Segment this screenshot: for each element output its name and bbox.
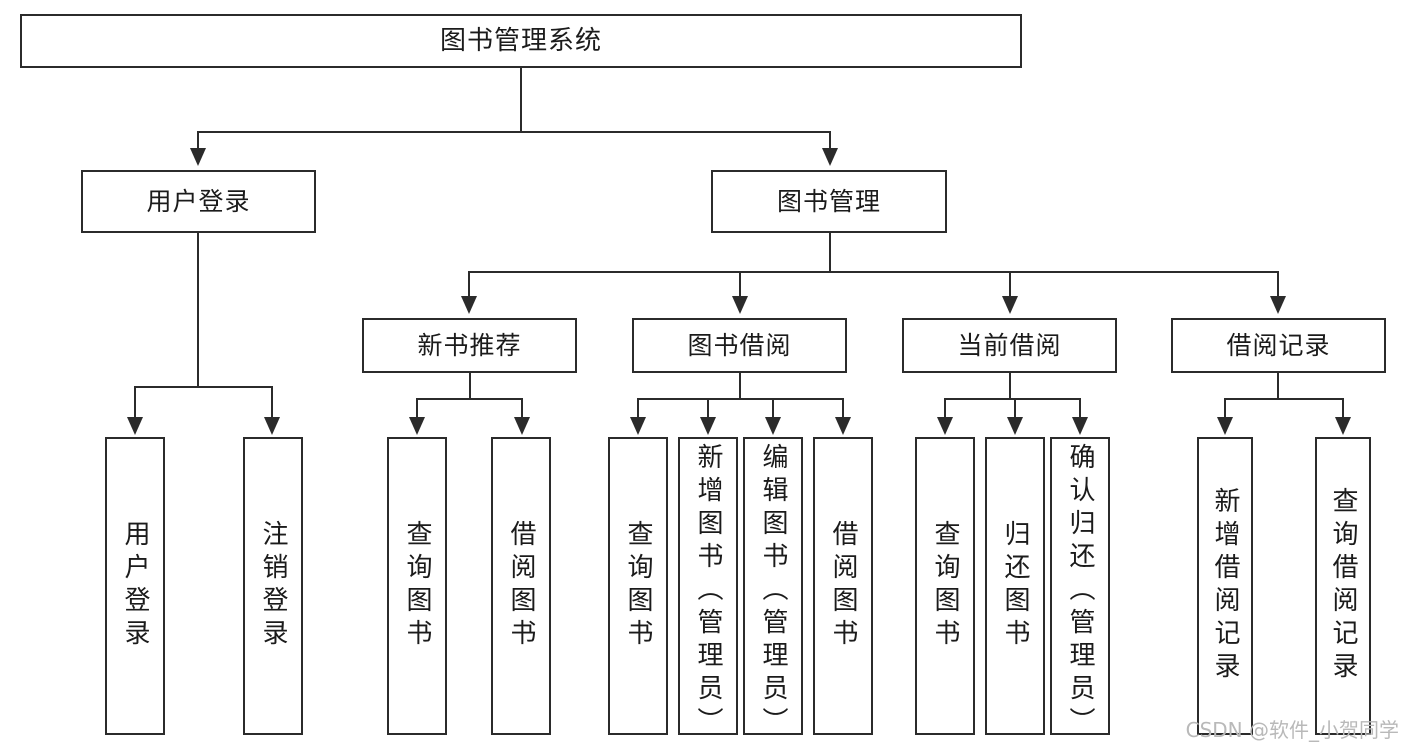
connector-current-borrow-drop-3 <box>1079 398 1081 418</box>
arrowhead-leaf-cur-2 <box>1007 417 1023 435</box>
leaf-current-return-book-label: 归还图书 <box>1000 520 1030 652</box>
connector-book-borrow-stem <box>739 373 741 399</box>
node-current-borrow-label: 当前借阅 <box>957 331 1062 360</box>
leaf-user-login-label: 用户登录 <box>120 520 150 652</box>
connector-book-borrow-bus <box>637 398 843 400</box>
leaf-logout-login-label: 注销登录 <box>258 520 288 652</box>
arrowhead-leaf-rec-2 <box>514 417 530 435</box>
connector-book-borrow-drop-2 <box>707 398 709 418</box>
arrowhead-book-borrow <box>732 296 748 314</box>
arrowhead-leaf-cur-3 <box>1072 417 1088 435</box>
arrowhead-leaf-borrow-1 <box>630 417 646 435</box>
connector-current-borrow-stem <box>1009 373 1011 399</box>
connector-book-manage-drop-4 <box>1277 271 1279 297</box>
leaf-current-return-book[interactable]: 归还图书 <box>985 437 1045 735</box>
connector-book-borrow-drop-3 <box>772 398 774 418</box>
connector-borrow-record-drop-2 <box>1342 398 1344 418</box>
arrowhead-leaf-rec2-2 <box>1335 417 1351 435</box>
connector-user-login-drop-1 <box>134 386 136 418</box>
connector-user-login-drop-2 <box>271 386 273 418</box>
leaf-record-add-borrow-record-label: 新增借阅记录 <box>1210 487 1240 685</box>
arrowhead-leaf-login-2 <box>264 417 280 435</box>
leaf-borrow-add-book-admin-label: 新增图书（管理员） <box>693 443 723 740</box>
connector-current-borrow-drop-1 <box>944 398 946 418</box>
connector-user-login-stem <box>197 233 199 387</box>
connector-new-book-rec-drop-1 <box>416 398 418 418</box>
node-book-management[interactable]: 图书管理 <box>711 170 947 233</box>
connector-book-borrow-drop-1 <box>637 398 639 418</box>
leaf-borrow-edit-book-admin[interactable]: 编辑图书（管理员） <box>743 437 803 740</box>
node-root-label: 图书管理系统 <box>439 26 602 56</box>
leaf-borrow-query-book[interactable]: 查询图书 <box>608 437 668 735</box>
arrowhead-borrow-record <box>1270 296 1286 314</box>
arrowhead-current-borrow <box>1002 296 1018 314</box>
leaf-logout-login[interactable]: 注销登录 <box>243 437 303 735</box>
leaf-rec-query-book-label: 查询图书 <box>402 520 432 652</box>
leaf-rec-query-book[interactable]: 查询图书 <box>387 437 447 735</box>
connector-book-manage-bus <box>468 271 1279 273</box>
leaf-rec-borrow-book[interactable]: 借阅图书 <box>491 437 551 735</box>
connector-book-manage-stem <box>829 233 831 272</box>
arrowhead-book-manage <box>822 148 838 166</box>
node-current-borrow[interactable]: 当前借阅 <box>902 318 1117 373</box>
leaf-user-login[interactable]: 用户登录 <box>105 437 165 735</box>
leaf-current-confirm-return-admin[interactable]: 确认归还（管理员） <box>1050 437 1110 740</box>
connector-user-login-bus <box>134 386 271 388</box>
arrowhead-leaf-rec-1 <box>409 417 425 435</box>
leaf-record-query-borrow-record[interactable]: 查询借阅记录 <box>1315 437 1371 735</box>
connector-borrow-record-drop-1 <box>1224 398 1226 418</box>
arrowhead-leaf-login-1 <box>127 417 143 435</box>
connector-current-borrow-drop-2 <box>1014 398 1016 418</box>
arrowhead-leaf-borrow-3 <box>765 417 781 435</box>
connector-new-book-rec-bus <box>416 398 523 400</box>
node-book-management-label: 图书管理 <box>776 187 881 216</box>
leaf-current-query-book-label: 查询图书 <box>930 520 960 652</box>
leaf-borrow-query-book-label: 查询图书 <box>623 520 653 652</box>
leaf-record-add-borrow-record[interactable]: 新增借阅记录 <box>1197 437 1253 735</box>
leaf-borrow-edit-book-admin-label: 编辑图书（管理员） <box>758 443 788 740</box>
connector-current-borrow-bus <box>944 398 1080 400</box>
node-user-login-label: 用户登录 <box>146 187 251 216</box>
connector-borrow-record-bus <box>1224 398 1343 400</box>
connector-book-manage-drop-1 <box>468 271 470 297</box>
arrowhead-user-login <box>190 148 206 166</box>
connector-new-book-rec-drop-2 <box>521 398 523 418</box>
arrowhead-new-book-rec <box>461 296 477 314</box>
connector-root-bus <box>197 131 831 133</box>
arrowhead-leaf-rec2-1 <box>1217 417 1233 435</box>
node-borrow-record-label: 借阅记录 <box>1226 331 1331 360</box>
arrowhead-leaf-cur-1 <box>937 417 953 435</box>
node-book-borrow-label: 图书借阅 <box>687 331 792 360</box>
leaf-borrow-add-book-admin[interactable]: 新增图书（管理员） <box>678 437 738 740</box>
leaf-rec-borrow-book-label: 借阅图书 <box>506 520 536 652</box>
connector-book-manage-drop-2 <box>739 271 741 297</box>
node-new-book-recommend-label: 新书推荐 <box>417 331 522 360</box>
node-root-book-management-system[interactable]: 图书管理系统 <box>20 14 1022 68</box>
connector-borrow-record-stem <box>1277 373 1279 399</box>
leaf-current-query-book[interactable]: 查询图书 <box>915 437 975 735</box>
arrowhead-leaf-borrow-4 <box>835 417 851 435</box>
node-new-book-recommend[interactable]: 新书推荐 <box>362 318 577 373</box>
node-borrow-record[interactable]: 借阅记录 <box>1171 318 1386 373</box>
connector-new-book-rec-stem <box>469 373 471 399</box>
leaf-record-query-borrow-record-label: 查询借阅记录 <box>1328 487 1358 685</box>
connector-root-drop-user-login <box>197 131 199 149</box>
connector-book-manage-drop-3 <box>1009 271 1011 297</box>
connector-root-stem <box>520 68 522 132</box>
node-book-borrow[interactable]: 图书借阅 <box>632 318 847 373</box>
node-user-login[interactable]: 用户登录 <box>81 170 316 233</box>
leaf-current-confirm-return-admin-label: 确认归还（管理员） <box>1065 443 1095 740</box>
connector-root-drop-book-manage <box>829 131 831 149</box>
connector-book-borrow-drop-4 <box>842 398 844 418</box>
leaf-borrow-borrow-book[interactable]: 借阅图书 <box>813 437 873 735</box>
leaf-borrow-borrow-book-label: 借阅图书 <box>828 520 858 652</box>
arrowhead-leaf-borrow-2 <box>700 417 716 435</box>
